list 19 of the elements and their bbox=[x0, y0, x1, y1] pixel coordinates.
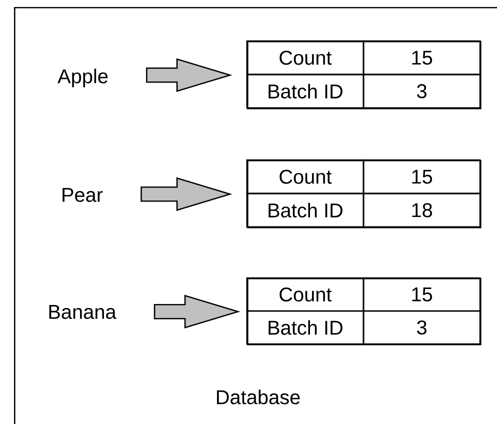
frame-title: Database bbox=[217, 390, 300, 404]
table-cell: Count bbox=[246, 40, 364, 76]
table-cell: 15 bbox=[362, 277, 481, 312]
table-cell: 3 bbox=[362, 74, 481, 109]
block-arrow bbox=[140, 177, 232, 212]
table-cell: Batch ID bbox=[246, 310, 364, 345]
block-arrow bbox=[154, 294, 240, 329]
table-cell: Batch ID bbox=[246, 74, 364, 109]
item-label: Banana bbox=[49, 305, 116, 319]
table-cell: Batch ID bbox=[246, 192, 364, 228]
item-label: Apple bbox=[58, 68, 108, 88]
table-cell: 18 bbox=[362, 192, 481, 228]
table-cell: 15 bbox=[362, 40, 481, 76]
table-cell: Count bbox=[246, 277, 364, 312]
table-cell: 3 bbox=[362, 310, 481, 345]
table-cell: Count bbox=[246, 159, 364, 194]
table-cell: 15 bbox=[362, 159, 481, 194]
item-label: Pear bbox=[62, 188, 103, 202]
block-arrow bbox=[146, 58, 232, 92]
